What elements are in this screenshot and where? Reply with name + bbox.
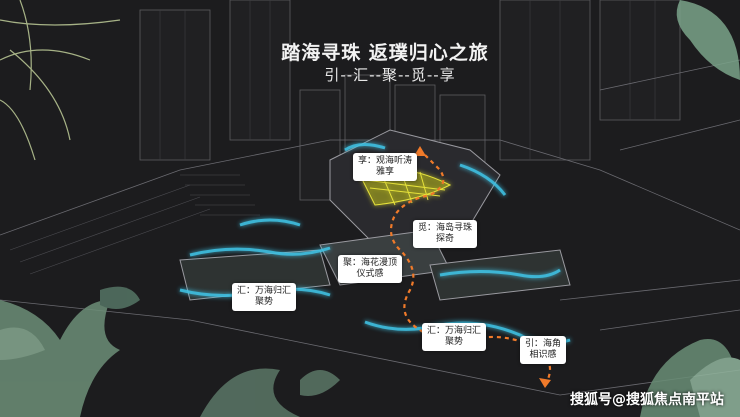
callout-hui-right-line1: 汇：万海归汇 <box>427 326 482 336</box>
foliage-bottom <box>200 368 340 417</box>
callout-yin-line1: 引：海角 <box>525 339 562 349</box>
source-watermark: 搜狐号@搜狐焦点南平站 <box>570 392 724 408</box>
callout-ju-line2: 仪式感 <box>356 269 384 279</box>
callout-xiang: 享：观海听涛 雅享 <box>353 153 418 181</box>
callout-hui-left-line1: 汇：万海归汇 <box>237 286 292 296</box>
callout-hui-left: 汇：万海归汇 聚势 <box>232 283 297 311</box>
diagram-title: 踏海寻珠 返璞归心之旅 <box>281 42 489 64</box>
diagram-subtitle: 引--汇--聚--觅--享 <box>324 66 456 84</box>
callout-hui-left-line2: 聚势 <box>255 297 274 307</box>
callout-ju: 聚：海花漫顶 仪式感 <box>338 255 403 283</box>
callout-ju-line1: 聚：海花漫顶 <box>343 258 398 268</box>
callout-xiang-line1: 享：观海听涛 <box>358 156 413 166</box>
foliage-left <box>0 286 140 417</box>
callout-yin-line2: 相识感 <box>529 350 557 360</box>
callout-hui-right-line2: 聚势 <box>445 337 464 347</box>
visitor-path <box>389 149 552 386</box>
foliage-top-left <box>0 0 121 161</box>
road-stripes <box>9 174 260 275</box>
callout-hui-right: 汇：万海归汇 聚势 <box>422 323 487 351</box>
tower-grid-lines <box>159 0 656 160</box>
path-arrows <box>414 146 551 388</box>
callout-mi-line2: 探奇 <box>436 234 455 244</box>
callout-xiang-line2: 雅享 <box>376 167 395 177</box>
foliage-right <box>640 0 740 417</box>
callout-mi-line1: 觅：海岛寻珠 <box>418 223 473 233</box>
callout-mi: 觅：海岛寻珠 探奇 <box>413 220 478 248</box>
callout-yin: 引：海角 相识感 <box>520 336 567 364</box>
